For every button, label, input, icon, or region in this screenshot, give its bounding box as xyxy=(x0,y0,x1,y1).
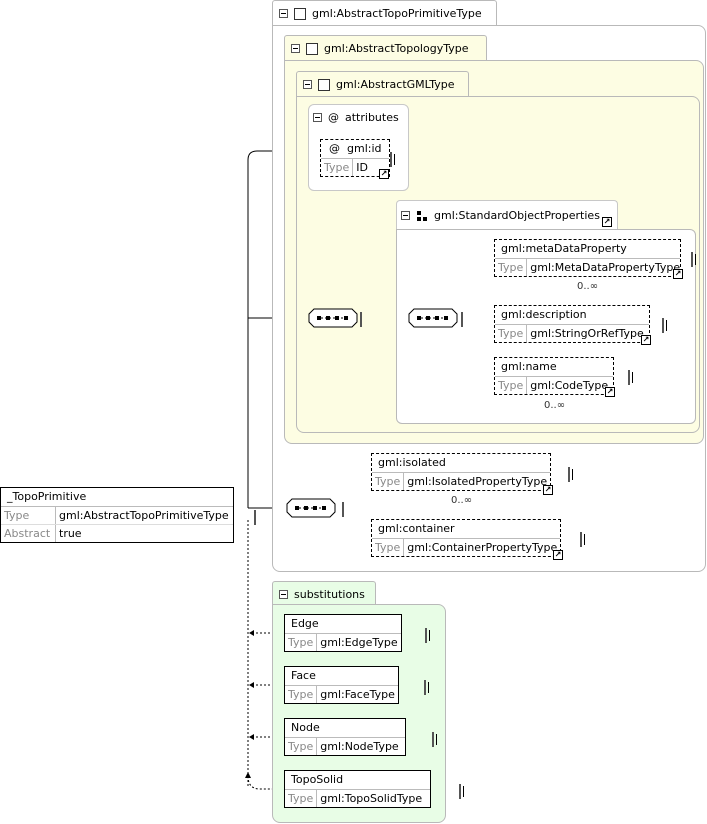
type-key: Type xyxy=(285,790,318,807)
expand-icon[interactable] xyxy=(424,680,426,695)
element-name: gml:container xyxy=(372,520,560,539)
expand-icon[interactable] xyxy=(580,532,582,547)
jump-link-icon[interactable]: ↗ xyxy=(673,269,683,279)
substitution-name: Edge xyxy=(285,615,401,634)
type-key: Type xyxy=(372,473,405,490)
expand-icon[interactable] xyxy=(459,784,461,799)
collapse-toggle-icon[interactable] xyxy=(291,44,300,53)
collapse-toggle-icon[interactable] xyxy=(303,80,312,89)
sequence-compositor-icon xyxy=(286,498,336,518)
type-value: gml:TopoSolidType xyxy=(320,792,423,805)
jump-link-icon[interactable]: ↗ xyxy=(641,335,651,345)
collapse-toggle-icon[interactable] xyxy=(401,211,410,220)
occurrence-label: 0..∞ xyxy=(577,281,599,292)
expand-icon[interactable] xyxy=(691,252,693,267)
root-element-name: _TopoPrimitive xyxy=(1,488,233,507)
sequence-compositor-icon xyxy=(308,308,358,328)
standard-props-tab[interactable]: gml:StandardObjectProperties xyxy=(396,200,618,230)
collapse-toggle-icon[interactable] xyxy=(461,312,463,327)
type-key: Type xyxy=(285,634,318,651)
expand-icon[interactable] xyxy=(628,370,630,385)
collapse-toggle-icon[interactable] xyxy=(313,113,322,122)
element-name: gml:name xyxy=(495,358,613,377)
jump-link-icon[interactable]: ↗ xyxy=(602,217,612,227)
expand-icon[interactable] xyxy=(568,467,570,482)
collapse-toggle-icon[interactable] xyxy=(279,9,288,18)
jump-link-icon[interactable]: ↗ xyxy=(553,550,563,560)
complex-type-icon xyxy=(306,42,318,55)
type-value: ID xyxy=(356,161,368,174)
occurrence-label: 0..∞ xyxy=(451,495,473,506)
element-name: gml:description xyxy=(495,306,649,325)
jump-link-icon[interactable]: ↗ xyxy=(379,169,389,179)
substitutions-label: substitutions xyxy=(294,588,365,601)
expand-icon[interactable] xyxy=(425,628,427,643)
substitution-name: Node xyxy=(285,719,405,738)
type-value: gml:MetaDataPropertyType xyxy=(530,261,681,274)
type-value: gml:ContainerPropertyType xyxy=(407,541,558,554)
jump-link-icon[interactable]: ↗ xyxy=(543,485,553,495)
attribute-icon: @ xyxy=(328,111,339,124)
attribute-name: gml:id xyxy=(347,142,382,155)
type-value: gml:CodeType xyxy=(530,379,609,392)
complex-type-icon xyxy=(318,78,330,91)
occurrence-label: 0..∞ xyxy=(544,400,566,411)
gml-type-label: gml:AbstractGMLType xyxy=(336,78,455,91)
type-key: Type xyxy=(1,507,56,524)
complex-type-label: gml:AbstractTopoPrimitiveType xyxy=(312,7,482,20)
abstract-key: Abstract xyxy=(1,525,56,542)
type-key: Type xyxy=(285,686,318,703)
topology-type-label: gml:AbstractTopologyType xyxy=(324,42,469,55)
attributes-label: attributes xyxy=(345,111,399,124)
element-name: gml:metaDataProperty xyxy=(495,240,680,259)
type-key: Type xyxy=(321,159,354,176)
collapse-toggle-icon[interactable] xyxy=(342,502,344,517)
type-key: Type xyxy=(495,259,528,276)
type-value: gml:FaceType xyxy=(320,688,395,701)
type-key: Type xyxy=(372,539,405,556)
collapse-toggle-icon[interactable] xyxy=(279,590,288,599)
topology-type-tab[interactable]: gml:AbstractTopologyType xyxy=(284,35,487,61)
substitutions-tab[interactable]: substitutions xyxy=(272,581,376,607)
substitution-name: TopoSolid xyxy=(285,771,430,790)
complex-type-tab[interactable]: gml:AbstractTopoPrimitiveType xyxy=(272,0,497,26)
type-value: gml:AbstractTopoPrimitiveType xyxy=(59,509,229,522)
type-value: gml:NodeType xyxy=(320,740,399,753)
collapse-toggle-icon[interactable] xyxy=(360,312,362,327)
gml-type-tab[interactable]: gml:AbstractGMLType xyxy=(296,71,469,97)
element-name: gml:isolated xyxy=(372,454,550,473)
type-key: Type xyxy=(285,738,318,755)
collapse-toggle-icon[interactable] xyxy=(254,510,256,525)
type-value: gml:EdgeType xyxy=(320,636,398,649)
group-icon xyxy=(417,210,427,221)
sequence-compositor-icon xyxy=(408,308,458,328)
attribute-icon: @ xyxy=(329,142,340,155)
expand-icon[interactable] xyxy=(390,152,392,167)
type-key: Type xyxy=(495,377,528,394)
expand-icon[interactable] xyxy=(432,732,434,747)
jump-link-icon[interactable]: ↗ xyxy=(605,387,615,397)
substitution-name: Face xyxy=(285,667,398,686)
standard-props-label: gml:StandardObjectProperties xyxy=(434,209,600,222)
complex-type-icon xyxy=(294,7,306,20)
type-key: Type xyxy=(495,325,528,342)
type-value: gml:StringOrRefType xyxy=(530,327,644,340)
type-value: gml:IsolatedPropertyType xyxy=(407,475,548,488)
abstract-value: true xyxy=(59,527,82,540)
expand-icon[interactable] xyxy=(662,318,664,333)
